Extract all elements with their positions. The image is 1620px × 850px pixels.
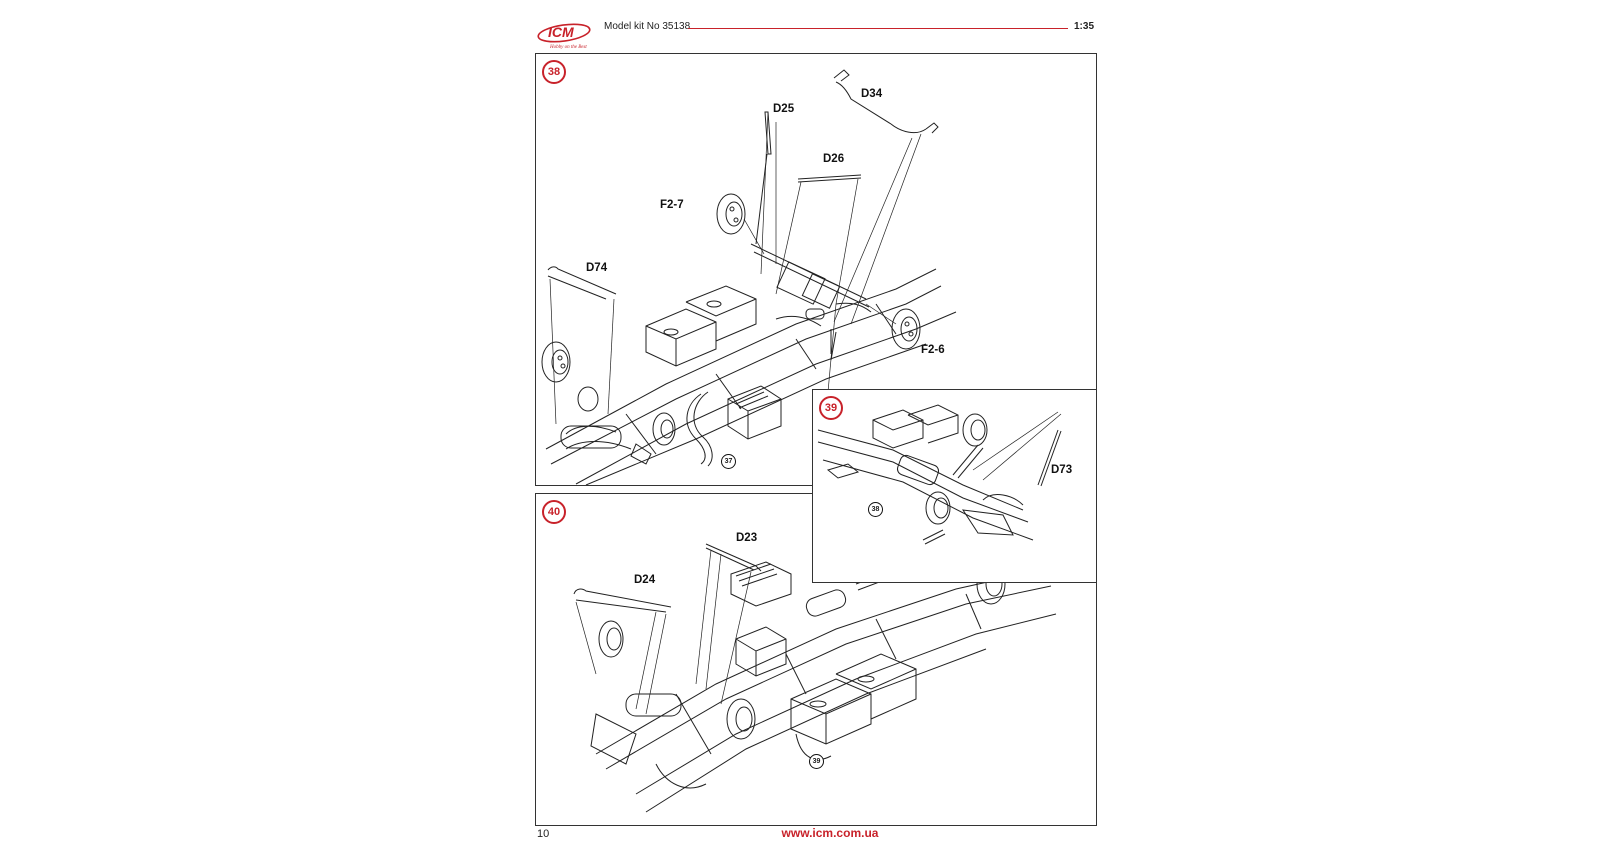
step-38-number: 38 — [542, 60, 566, 84]
part-label-d26: D26 — [823, 153, 845, 165]
step-39-number: 39 — [819, 396, 843, 420]
part-label-d34: D34 — [861, 88, 883, 100]
part-label-d74: D74 — [586, 262, 608, 274]
header-rule — [688, 28, 1068, 29]
part-label-d23: D23 — [736, 532, 758, 544]
icm-logo: ICM Hobby on the Best — [536, 20, 592, 52]
previous-step-reference: 37 — [721, 454, 736, 469]
tagline-text: Hobby on the Best — [549, 45, 587, 50]
step-38-drawing — [541, 69, 957, 485]
part-label-f2-7: F2-7 — [660, 199, 684, 211]
brand-text: ICM — [548, 24, 574, 40]
step-40-number: 40 — [542, 500, 566, 524]
kit-number: Model kit No 35138 — [604, 21, 691, 32]
step-39-drawing — [817, 404, 1062, 545]
previous-step-reference: 39 — [809, 754, 824, 769]
previous-step-reference: 38 — [868, 502, 883, 517]
website-link[interactable]: www.icm.com.ua — [781, 826, 879, 840]
part-label-d24: D24 — [634, 574, 656, 586]
page-number: 10 — [537, 828, 550, 840]
part-label-d73: D73 — [1051, 464, 1073, 476]
part-label-d25: D25 — [773, 103, 795, 115]
scale-label: 1:35 — [1074, 21, 1095, 32]
step-39-panel: 39 D73 38 — [812, 389, 1097, 583]
part-label-f2-6: F2-6 — [921, 344, 945, 356]
